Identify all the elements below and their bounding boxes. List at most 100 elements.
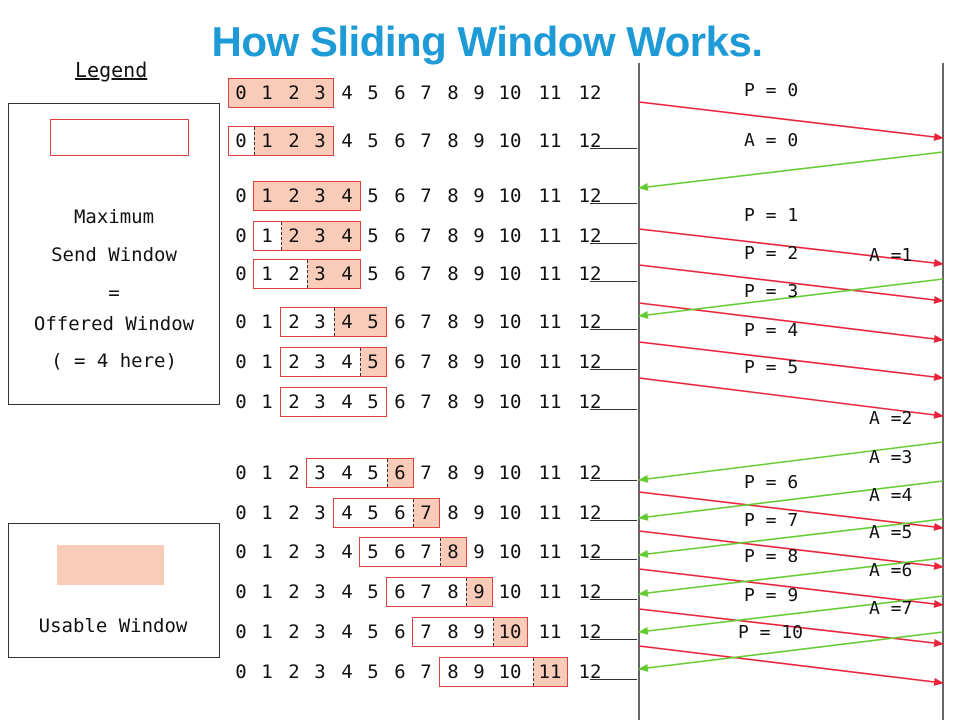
send-packet-label: P = 9: [744, 585, 799, 606]
sequence-number: 0: [235, 661, 247, 683]
max-send-window-outline: [333, 498, 440, 528]
sequence-number: 8: [447, 311, 459, 333]
send-packet-label: P = 1: [744, 205, 799, 226]
sequence-number: 0: [235, 621, 247, 643]
sequence-number: 4: [341, 130, 353, 152]
sequence-number: 9: [473, 263, 485, 285]
row-time-marker: [590, 599, 637, 600]
sequence-number: 11: [538, 351, 562, 373]
sequence-number: 0: [235, 82, 247, 104]
usable-boundary-mark: [254, 127, 255, 155]
sequence-number: 3: [314, 661, 326, 683]
sequence-number: 6: [394, 351, 406, 373]
row-time-marker: [590, 480, 637, 481]
sequence-number: 4: [341, 462, 353, 484]
sequence-number: 2: [288, 661, 300, 683]
data-packet-arrow: [638, 101, 944, 141]
usable-boundary-mark: [493, 618, 494, 646]
page-title: How Sliding Window Works.: [211, 18, 764, 65]
sequence-number: 2: [288, 225, 300, 247]
sequence-number: 6: [394, 185, 406, 207]
sequence-number: 2: [288, 185, 300, 207]
legend-max-line-4: Offered Window: [33, 313, 195, 335]
sequence-number: 1: [261, 391, 273, 413]
sequence-number: 0: [235, 541, 247, 563]
sequence-number: 7: [420, 311, 432, 333]
sequence-number: 8: [447, 351, 459, 373]
usable-window-highlight: [466, 578, 492, 606]
sequence-number: 2: [288, 462, 300, 484]
sequence-number: 5: [367, 130, 379, 152]
sequence-number: 0: [235, 462, 247, 484]
max-send-window-outline: [386, 577, 493, 607]
sequence-number: 12: [578, 462, 602, 484]
ack-label: A =4: [869, 485, 913, 506]
sequence-number: 3: [314, 391, 326, 413]
sequence-number: 8: [447, 82, 459, 104]
legend-max-line-1: Maximum: [73, 206, 155, 228]
sequence-number: 2: [288, 621, 300, 643]
sequence-number: 2: [288, 502, 300, 524]
sequence-number: 7: [420, 621, 432, 643]
send-packet-label: P = 3: [744, 281, 799, 302]
row-time-marker: [590, 281, 637, 282]
usable-window-highlight: [307, 260, 360, 288]
ack-arrow: [638, 480, 944, 521]
row-time-marker: [590, 203, 637, 204]
sequence-number: 4: [341, 502, 353, 524]
sequence-number: 2: [288, 391, 300, 413]
sequence-number: 8: [447, 185, 459, 207]
sequence-number: 0: [235, 581, 247, 603]
usable-window-highlight: [440, 538, 466, 566]
row-time-marker: [590, 409, 637, 410]
sequence-number: 6: [394, 462, 406, 484]
legend-max-line-3: =: [108, 282, 120, 304]
sequence-number: 10: [498, 391, 522, 413]
sequence-number: 5: [367, 311, 379, 333]
sequence-number: 9: [473, 581, 485, 603]
sequence-number: 11: [538, 185, 562, 207]
sequence-number: 11: [538, 391, 562, 413]
sequence-number: 3: [314, 502, 326, 524]
sequence-number: 10: [498, 462, 522, 484]
sequence-number: 5: [367, 82, 379, 104]
data-packet-arrow: [638, 568, 944, 608]
data-packet-arrow: [638, 341, 944, 381]
sequence-number: 11: [538, 502, 562, 524]
usable-boundary-mark: [533, 658, 534, 686]
max-send-window-outline: [412, 617, 528, 647]
send-packet-label: P = 2: [744, 243, 799, 264]
ack-label: A = 0: [744, 130, 799, 151]
row-time-marker: [590, 243, 637, 244]
ack-arrow: [638, 631, 944, 672]
usable-boundary-mark: [387, 459, 388, 487]
sequence-number: 12: [578, 581, 602, 603]
max-send-window-outline: [253, 259, 361, 289]
sequence-number: 0: [235, 351, 247, 373]
legend-usable-window-box: [8, 523, 220, 658]
sequence-number: 3: [314, 541, 326, 563]
usable-boundary-mark: [360, 348, 361, 376]
sequence-number: 5: [367, 541, 379, 563]
sequence-number: 7: [420, 502, 432, 524]
sequence-number: 4: [341, 621, 353, 643]
sequence-number: 11: [538, 130, 562, 152]
sequence-number: 3: [314, 351, 326, 373]
sequence-number: 9: [473, 462, 485, 484]
send-packet-label: P = 8: [744, 546, 799, 567]
sequence-number: 1: [261, 311, 273, 333]
sequence-number: 3: [314, 82, 326, 104]
sequence-number: 11: [538, 581, 562, 603]
sequence-number: 9: [473, 225, 485, 247]
sequence-number: 5: [367, 263, 379, 285]
sequence-number: 4: [341, 351, 353, 373]
sequence-number: 1: [261, 502, 273, 524]
data-packet-arrow: [638, 264, 944, 304]
ack-arrow: [638, 441, 944, 483]
send-packet-label: P = 10: [738, 622, 804, 643]
sequence-number: 12: [578, 185, 602, 207]
max-send-window-outline: [280, 347, 387, 377]
sequence-number: 12: [578, 82, 602, 104]
usable-boundary-mark: [281, 222, 282, 250]
